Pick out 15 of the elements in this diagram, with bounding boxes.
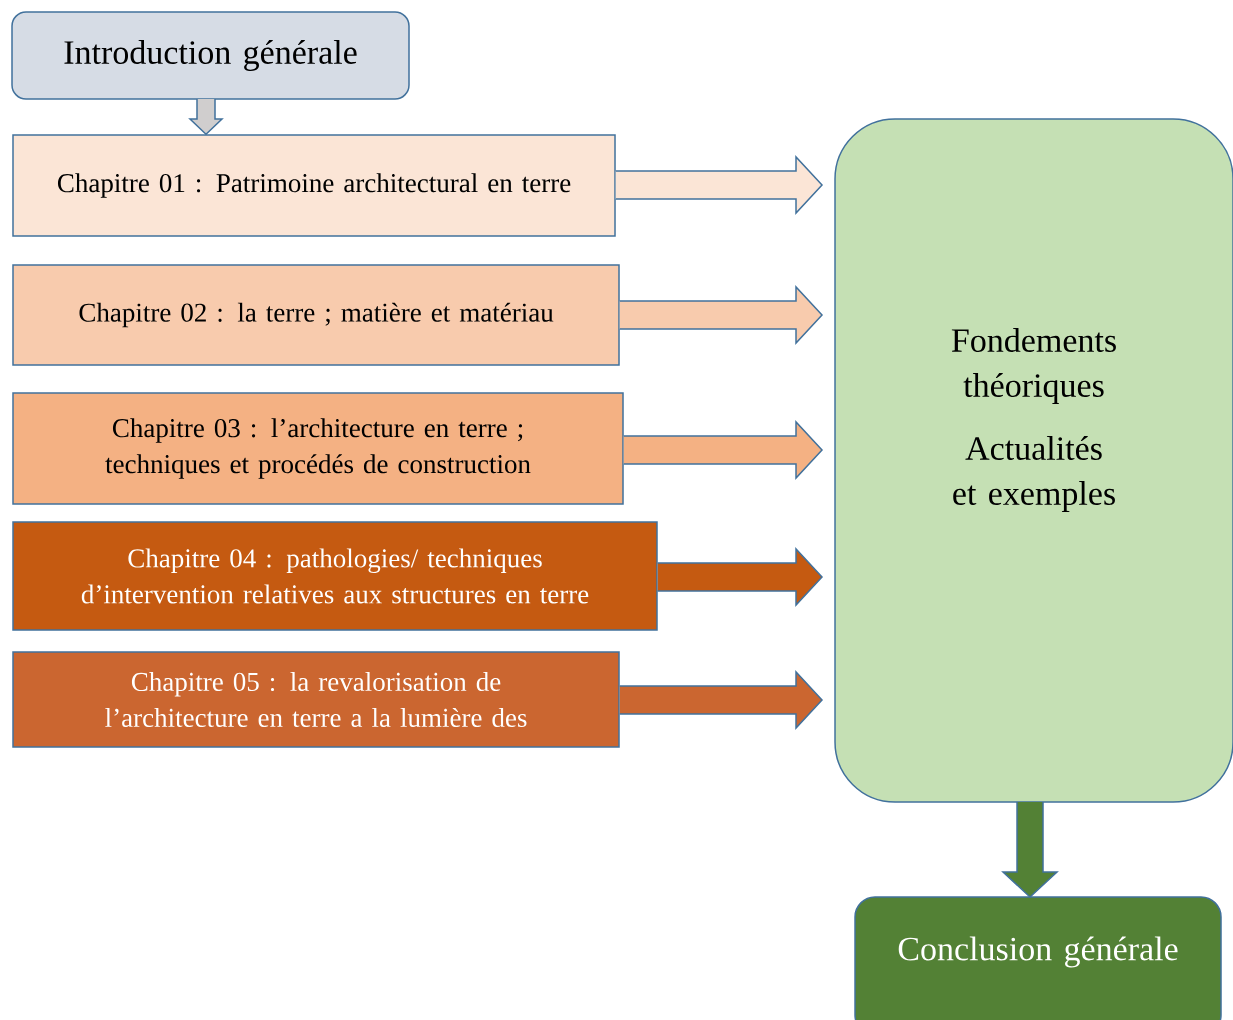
block-arrow <box>619 670 824 730</box>
block-arrow <box>615 155 824 215</box>
summary-box: Fondements théoriques Actualités et exemples <box>834 118 1233 803</box>
block-arrow <box>188 98 224 136</box>
chapter-box: Chapitre 05 : la revalorisation de l’architecture en terre a la lumière des <box>12 651 620 748</box>
chapter-box: Chapitre 02 : la terre ; matière et matériau <box>12 264 620 366</box>
block-arrow <box>623 420 824 480</box>
block-arrow <box>657 547 824 607</box>
conclusion-box: Conclusion générale <box>854 896 1222 1020</box>
chapter-box: Chapitre 03 : l’architecture en terre ; techniques et procédés de construction <box>12 392 624 505</box>
intro-box: Introduction générale <box>11 11 410 100</box>
chapter-box: Chapitre 01 : Patrimoine architectural en terre <box>12 134 616 237</box>
block-arrow <box>1001 801 1059 899</box>
block-arrow <box>619 285 824 345</box>
chapter-box: Chapitre 04 : pathologies/ techniques d’intervention relatives aux structures en terre <box>12 521 658 631</box>
